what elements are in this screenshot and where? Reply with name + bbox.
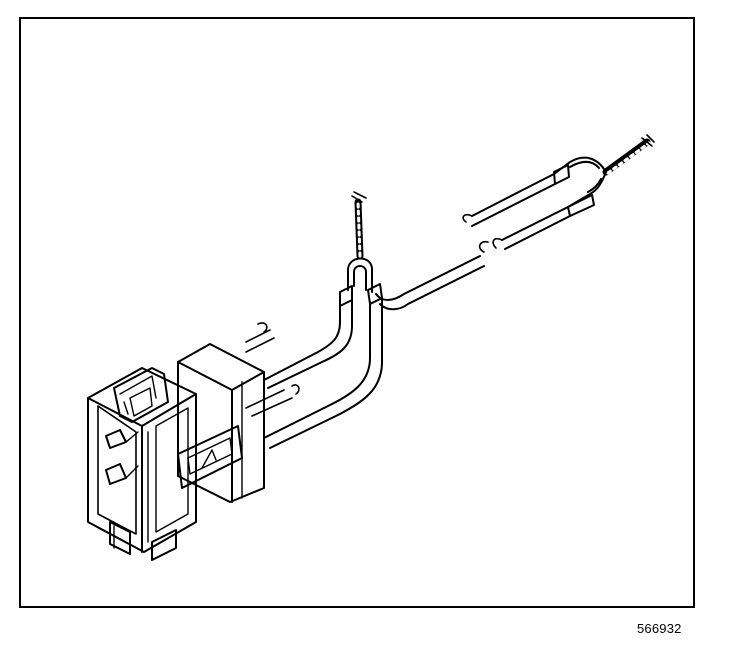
- twisted-wire-end-right: [602, 134, 655, 176]
- connector-housing: [87, 343, 265, 561]
- wire-long-upper: [462, 173, 556, 227]
- connector-pigtail-illustration: [87, 134, 655, 561]
- twisted-wire-end-center: [347, 191, 373, 293]
- wire-long-lower: [478, 206, 571, 253]
- diagram-frame: [19, 17, 695, 608]
- wire-fork-right: [553, 156, 607, 217]
- wire-junction-to-right: [375, 255, 485, 311]
- figure-number: 566932: [637, 621, 682, 636]
- wire-to-connector-upper: [245, 297, 353, 389]
- wire-to-connector-lower: [245, 299, 383, 449]
